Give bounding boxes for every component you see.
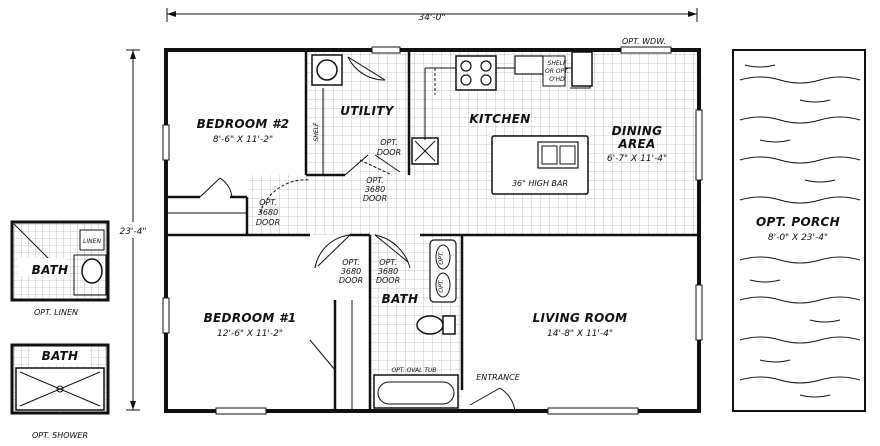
opt-door-2: DOOR [377,148,401,157]
water-heater [411,137,439,165]
dimension-top [166,8,698,22]
opt-linen-bath-label: BATH [32,263,69,277]
refrigerator [571,51,593,87]
opt-linen-label: LINEN [83,238,101,245]
oval-tub-label: OPT. OVAL TUB [391,367,436,374]
entrance-label: ENTRANCE [476,373,521,382]
utility-name: UTILITY [340,104,394,118]
opt-shower-bath-label: BATH [42,349,79,363]
living-name: LIVING ROOM [533,311,628,325]
porch-name: OPT. PORCH [756,215,840,229]
toilet [416,315,444,335]
door3680-a-1: OPT. [366,176,384,185]
bath-fixtures [373,239,459,409]
utility-shelf-label: SHELF [313,122,320,141]
porch-size: 8'-0" X 23'-4" [768,233,828,243]
bath-name: BATH [382,292,419,306]
door3680-a-2: 3680 [365,185,385,194]
opt-window-label: OPT. WDW. [622,37,666,46]
dining-name-1: DINING [612,124,663,138]
opt-linen-bath [10,220,110,302]
kitchen-shelf-2: OR OPT. [545,68,569,75]
exterior-walls [164,48,701,413]
overall-width-label: 34'-0" [418,13,445,23]
bedroom1-size: 12'-6" X 11'-2" [217,329,283,339]
door3680-b-1: OPT. [259,198,277,207]
opt-linen-caption: OPT. LINEN [34,308,78,317]
door3680-b-3: DOOR [256,218,280,227]
kitchen-shelf-3: O'HD [549,76,565,83]
door3680-b-2: 3680 [258,208,278,217]
sink [514,55,544,75]
door3680-d-2: 3680 [378,267,398,276]
dining-size: 6'-7" X 11'-4" [607,154,667,164]
overall-depth-label: 23'-4" [119,227,146,237]
door3680-a-3: DOOR [363,194,387,203]
porch [732,49,866,412]
door3680-c-1: OPT. [342,258,360,267]
tiled-floor [247,50,699,410]
kitchen-counter [424,51,593,140]
high-bar-label: 36" HIGH BAR [512,179,568,188]
high-bar-island [491,135,589,195]
door3680-c-3: DOOR [339,276,363,285]
kitchen-shelf-1: SHELF [548,60,567,67]
range [455,55,497,91]
windows [162,46,703,415]
dimension-left [120,49,146,411]
door3680-d-1: OPT. [379,258,397,267]
bedroom1-name: BEDROOM #1 [204,311,297,325]
door3680-d-3: DOOR [376,276,400,285]
opt-vanity-1: OPT. [438,251,445,264]
dining-name-2: AREA [617,137,655,151]
bedroom2-size: 8'-6" X 11'-2" [213,135,273,145]
oval-tub [373,374,459,409]
opt-shower-bath [10,343,110,415]
living-size: 14'-8" X 11'-4" [547,329,613,339]
opt-door-1: OPT. [380,138,398,147]
washer-dryer [311,54,343,86]
interior-walls [166,50,699,411]
door3680-c-2: 3680 [341,267,361,276]
bedroom2-name: BEDROOM #2 [197,117,290,131]
opt-shower-caption: OPT. SHOWER [32,431,88,440]
opt-vanity-2: OPT. [438,279,445,292]
door-swings [199,56,516,411]
kitchen-name: KITCHEN [469,112,530,126]
